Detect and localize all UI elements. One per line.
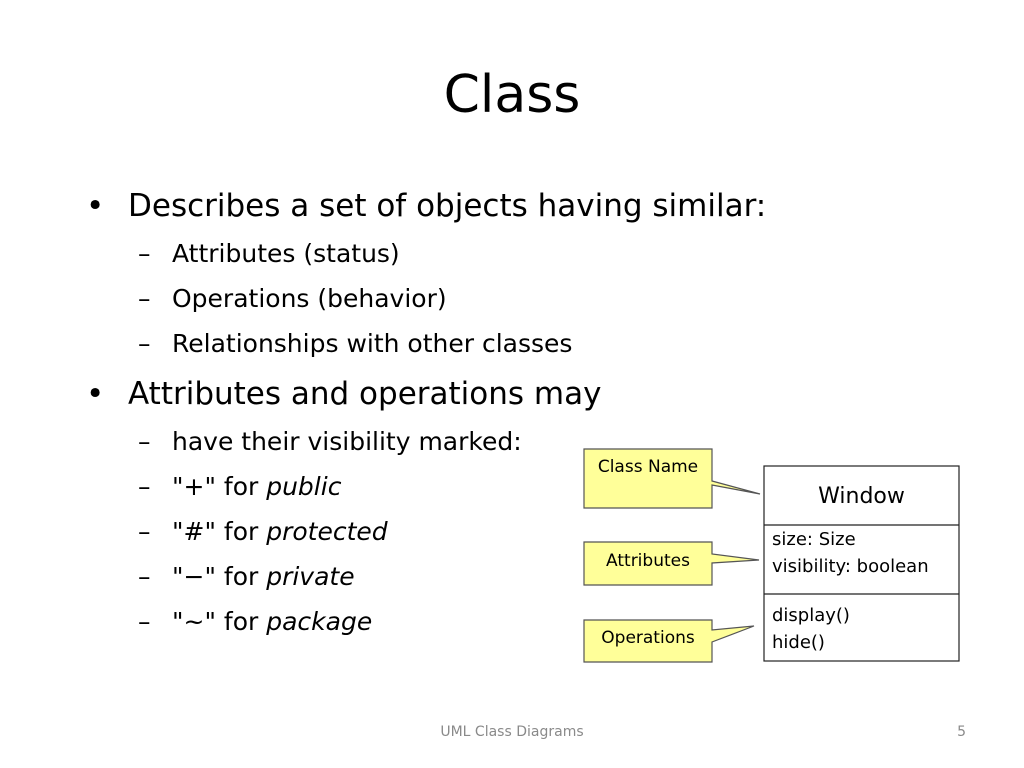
dash-marker: – [138,239,151,268]
dash-marker: – [138,562,151,591]
visibility-symbol-text: "−" for [172,562,267,591]
bullet-list: • Describes a set of objects having simi… [84,184,804,650]
sub-bullet-text: Operations (behavior) [172,284,447,313]
sub-bullet-text: Relationships with other classes [172,329,573,358]
dash-marker: – [138,284,151,313]
attributes-callout-label: Attributes [606,551,690,571]
bullet-text: Describes a set of objects having simila… [128,188,767,224]
visibility-symbol-text: "+" for [172,472,267,501]
bullet-text: Attributes and operations may [128,376,602,412]
uml-class-name: Window [818,484,905,509]
dash-marker: – [138,329,151,358]
slide-title: Class [443,65,581,125]
uml-operation: display() [772,605,850,626]
dash-marker: – [138,607,151,636]
visibility-keyword: public [266,472,342,501]
operations-callout-label: Operations [601,628,695,648]
sub-bullet-item: – Attributes (status) [84,231,804,276]
sub-bullet-item: – Operations (behavior) [84,276,804,321]
visibility-keyword: private [266,562,355,591]
uml-attribute: size: Size [772,529,856,550]
bullet-item: • Attributes and operations may [84,372,804,416]
uml-attribute: visibility: boolean [772,556,929,577]
sub-bullet-item: – Relationships with other classes [84,321,804,366]
sub-bullet-item: – "~" for package [84,599,804,644]
sub-bullet-list: – Attributes (status) – Operations (beha… [84,231,804,366]
sub-bullet-item: – "+" for public [84,464,804,509]
sub-bullet-item: – "−" for private [84,554,804,599]
sub-bullet-text: have their visibility marked: [172,427,522,456]
bullet-marker: • [86,376,105,412]
sub-bullet-text: Attributes (status) [172,239,400,268]
visibility-keyword: package [266,607,373,636]
sub-bullet-item: – "#" for protected [84,509,804,554]
sub-bullet-item: – have their visibility marked: [84,419,804,464]
bullet-marker: • [86,188,105,224]
class-name-callout-label: Class Name [597,457,699,477]
visibility-symbol-text: "#" for [172,517,267,546]
dash-marker: – [138,472,151,501]
dash-marker: – [138,517,151,546]
visibility-keyword: protected [266,517,388,546]
uml-operation: hide() [772,632,825,653]
visibility-symbol-text: "~" for [172,607,267,636]
bullet-item: • Describes a set of objects having simi… [84,184,804,228]
page-number: 5 [957,724,966,740]
footer-title: UML Class Diagrams [440,724,584,740]
sub-bullet-list: – have their visibility marked: – "+" fo… [84,419,804,644]
dash-marker: – [138,427,151,456]
